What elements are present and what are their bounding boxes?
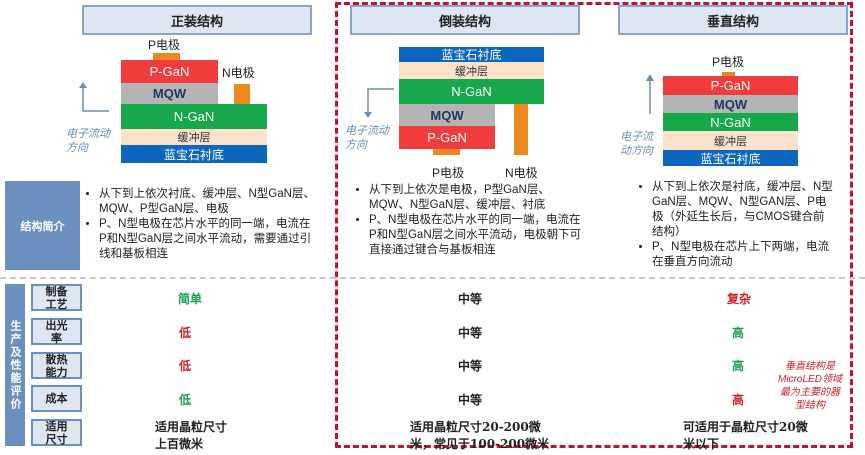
n-electrode bbox=[234, 84, 250, 104]
layer-buffer: 缓冲层 bbox=[121, 129, 267, 145]
value: 高 bbox=[731, 326, 745, 340]
layer-n-gan: N-GaN bbox=[399, 79, 544, 104]
bullet: P、N型电极在芯片上下两端，电流在垂直方向流动 bbox=[652, 240, 834, 270]
p-electrode-label: P电极 bbox=[148, 38, 181, 52]
value: 高 bbox=[731, 359, 745, 373]
layer-p-gan: P-GaN bbox=[663, 76, 798, 95]
size-flip-chip: 适用晶粒尺寸20-200微米，常见于100-200微米 bbox=[410, 419, 549, 453]
size-line: 可适用于晶粒尺寸20微 bbox=[683, 420, 808, 434]
evaluation-label: 生产及性能评价 bbox=[5, 284, 25, 446]
header-vertical: 垂直结构 bbox=[618, 5, 848, 35]
layer-sapphire: 蓝宝石衬底 bbox=[663, 150, 798, 166]
n-electrode-label: N电极 bbox=[222, 66, 255, 80]
divider bbox=[0, 277, 865, 279]
arrow-up-icon bbox=[79, 82, 109, 112]
arrow-down-icon bbox=[364, 88, 394, 118]
value: 简单 bbox=[177, 292, 203, 306]
vertical-note: 垂直结构是MicroLED领域最为主要的器型结构 bbox=[778, 361, 842, 411]
layer-sapphire: 蓝宝石衬底 bbox=[121, 145, 267, 163]
p-electrode bbox=[153, 53, 180, 60]
size-line: 上百微米 bbox=[155, 437, 204, 451]
value: 中等 bbox=[457, 292, 483, 306]
intro-vertical: 从下到上依次是衬底，缓冲层、N型GaN层、MQW、N型GAN层、P电极（外延生长… bbox=[638, 180, 834, 270]
value: 中等 bbox=[457, 326, 483, 340]
layer-mqw: MQW bbox=[121, 83, 218, 104]
layer-p-gan: P-GaN bbox=[121, 60, 218, 83]
size-line: 适用晶粒尺寸 bbox=[155, 420, 228, 434]
arrow-up-icon bbox=[646, 74, 654, 114]
intro-flip-chip: 从下到上依次是电极，P型GaN层、MQW、N型GaN层、缓冲层、衬底 P、N型电… bbox=[355, 183, 587, 258]
layer-buffer: 缓冲层 bbox=[663, 131, 798, 150]
size-line: 适用晶粒尺寸20-200微 bbox=[410, 420, 541, 434]
size-line: 米，常见于100-200微米 bbox=[410, 437, 550, 451]
n-electrode-label: N电极 bbox=[505, 166, 538, 180]
layer-p-gan: P-GaN bbox=[399, 126, 495, 149]
p-electrode-label: P电极 bbox=[432, 166, 465, 180]
value: 低 bbox=[178, 326, 192, 340]
p-electrode-label: P电极 bbox=[712, 55, 745, 69]
value: 低 bbox=[178, 393, 192, 407]
layer-sapphire: 蓝宝石衬底 bbox=[399, 47, 544, 62]
layer-buffer: 缓冲层 bbox=[399, 62, 544, 79]
size-face-up: 适用晶粒尺寸上百微米 bbox=[155, 419, 227, 453]
row-label-size: 适用尺寸 bbox=[31, 419, 82, 446]
layer-mqw: MQW bbox=[663, 95, 798, 113]
electron-flow-label: 电子流动方向 bbox=[620, 130, 653, 157]
p-electrode bbox=[433, 149, 460, 155]
row-label-light-output: 出光率 bbox=[31, 318, 82, 345]
highlight-frame bbox=[335, 2, 853, 448]
intro-face-up: 从下到上依次衬底、缓冲层、N型GaN层、MQW、P型GaN层、电极 P、N型电极… bbox=[85, 187, 317, 262]
row-label-process: 制备工艺 bbox=[31, 284, 82, 311]
header-flip-chip: 倒装结构 bbox=[350, 5, 580, 35]
value: 低 bbox=[178, 359, 192, 373]
layer-n-gan: N-GaN bbox=[663, 113, 798, 131]
electron-flow-label: 电子流动方向 bbox=[345, 124, 389, 151]
value: 中等 bbox=[457, 393, 483, 407]
header-face-up: 正装结构 bbox=[82, 5, 312, 35]
bullet: 从下到上依次衬底、缓冲层、N型GaN层、MQW、P型GaN层、电极 bbox=[99, 187, 317, 217]
value: 复杂 bbox=[726, 292, 752, 306]
size-line: 米以下 bbox=[683, 437, 720, 451]
size-vertical: 可适用于晶粒尺寸20微米以下 bbox=[683, 419, 808, 453]
value: 高 bbox=[731, 393, 745, 407]
bullet: P、N型电极在芯片水平的同一端，电流在P和N型GaN层之间水平流动，电极朝下可直… bbox=[369, 213, 587, 258]
layer-n-gan: N-GaN bbox=[121, 104, 267, 129]
row-label-cost: 成本 bbox=[31, 385, 82, 412]
electron-flow-label: 电子流动方向 bbox=[66, 127, 110, 154]
bullet: 从下到上依次是衬底，缓冲层、N型GaN层、MQW、N型GAN层、P电极（外延生长… bbox=[652, 180, 834, 240]
row-label-heat: 散热能力 bbox=[31, 352, 82, 379]
layer-mqw: MQW bbox=[399, 104, 495, 126]
bullet: P、N型电极在芯片水平的同一端，电流在P和N型GaN层之间水平流动，需要通过引线… bbox=[99, 217, 317, 262]
bullet: 从下到上依次是电极，P型GaN层、MQW、N型GaN层、缓冲层、衬底 bbox=[369, 183, 587, 213]
n-electrode bbox=[514, 104, 528, 155]
structure-intro-label: 结构简介 bbox=[5, 181, 80, 270]
p-electrode bbox=[722, 72, 735, 76]
value: 中等 bbox=[457, 359, 483, 373]
